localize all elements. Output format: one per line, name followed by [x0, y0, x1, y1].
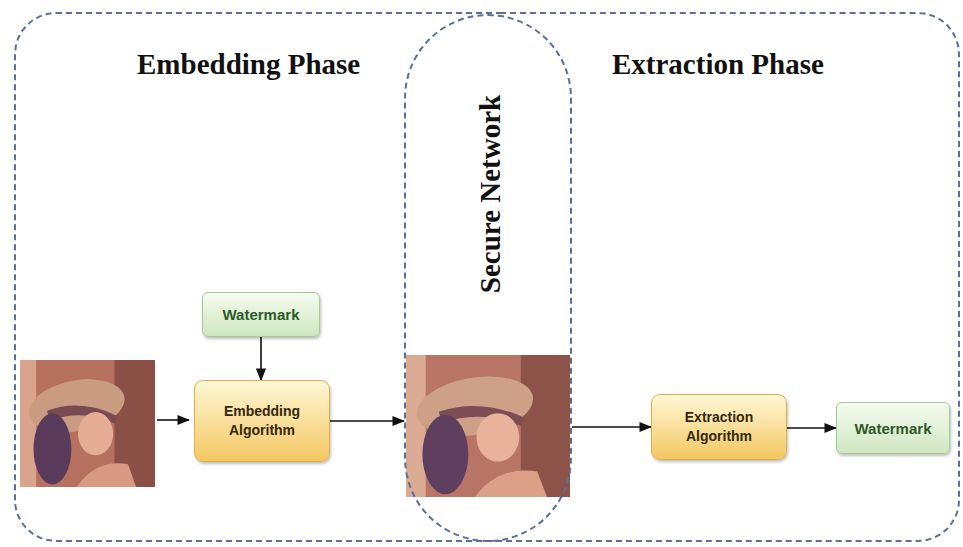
region-title: Embedding Phase	[137, 48, 360, 81]
input-arrow	[157, 419, 189, 421]
shoulder-shape	[77, 463, 136, 487]
image-background-light	[406, 355, 426, 497]
box-label: Watermark	[223, 306, 300, 323]
host-image	[20, 360, 155, 487]
shoulder-shape	[475, 471, 547, 497]
flow-arrow	[787, 427, 836, 429]
process-box: Extraction Algorithm	[651, 394, 787, 460]
image-background	[406, 355, 570, 497]
flow-arrow	[572, 426, 651, 428]
face-shape	[78, 412, 113, 455]
region-title: Secure Network	[474, 95, 507, 293]
watermark-box: Watermark	[836, 402, 950, 454]
box-label: Watermark	[855, 420, 932, 437]
extraction-phase-region: Extraction PhaseExtraction Algorithm Wate…	[500, 12, 960, 542]
feather-shape	[422, 415, 468, 495]
watermark-box: Watermark	[202, 292, 320, 337]
flow-arrow	[330, 420, 404, 422]
watermarked-image	[406, 355, 570, 497]
box-label: Extraction Algorithm	[660, 408, 778, 446]
feather-shape	[34, 413, 72, 484]
region-title: Extraction Phase	[612, 48, 824, 81]
box-label: Embedding Algorithm	[203, 402, 321, 440]
image-background	[20, 360, 155, 487]
image-background-light	[20, 360, 36, 487]
face-shape	[477, 413, 520, 461]
flow-arrow	[260, 337, 262, 380]
process-box: Embedding Algorithm	[194, 380, 330, 462]
secure-network-band: Secure Network	[404, 14, 572, 542]
embedding-phase-region: Embedding PhaseWatermarkEmbedding Algori…	[14, 12, 500, 542]
